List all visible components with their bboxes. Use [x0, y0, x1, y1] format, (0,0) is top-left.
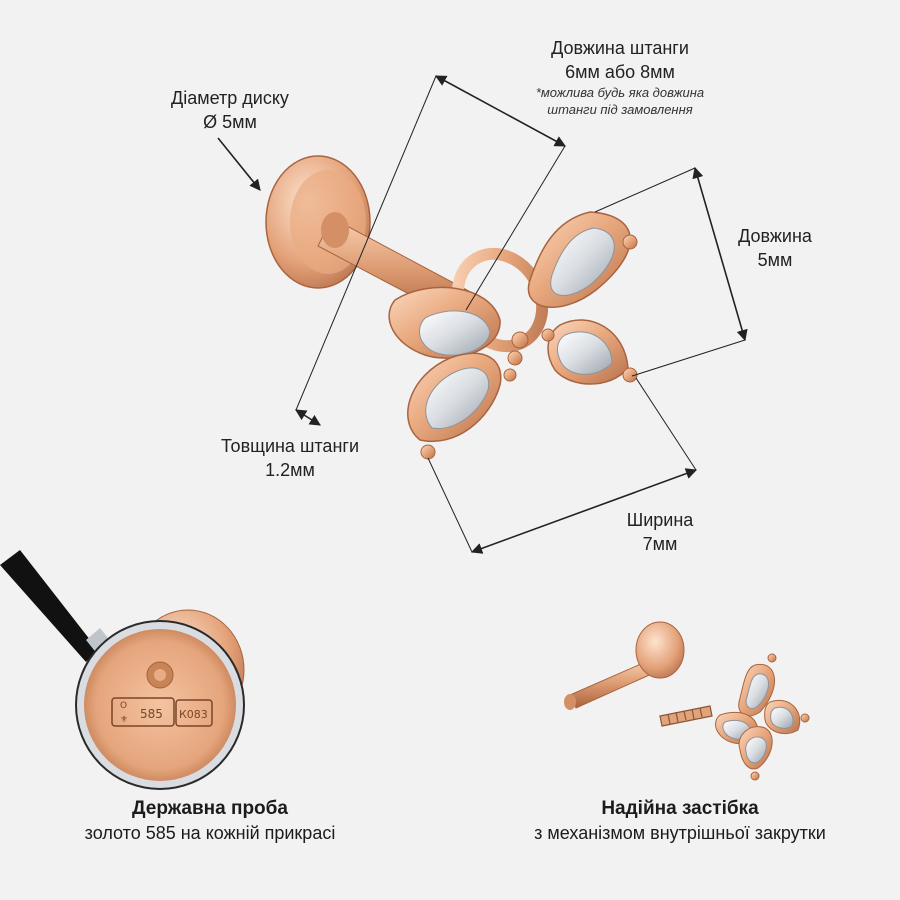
- bar-length-value: 6мм або 8мм: [565, 62, 675, 82]
- bar-length-title: Довжина штанги: [551, 38, 689, 58]
- length-value: 5мм: [757, 250, 793, 270]
- bar-thickness-line: [295, 409, 321, 426]
- width-value: 7мм: [642, 534, 678, 554]
- svg-text:⚜: ⚜: [120, 715, 128, 725]
- length-label: Довжина 5мм: [715, 224, 835, 272]
- clasp-caption: Надійна застібка з механізмом внутрішньо…: [480, 796, 880, 846]
- petal-top-right: [527, 211, 638, 308]
- width-line: [470, 468, 698, 554]
- bar-thickness-title: Товщина штанги: [220, 436, 360, 456]
- length-title: Довжина: [738, 226, 812, 246]
- bar-length-label: Довжина штанги 6мм або 8мм *можлива будь…: [500, 36, 740, 118]
- petal-bottom-right: [547, 319, 638, 385]
- length-line: [692, 166, 748, 342]
- pin-disc: [635, 621, 685, 679]
- clasp-caption-title: Надійна застібка: [601, 798, 759, 819]
- bar-thickness-label: Товщина штанги 1.2мм: [195, 434, 385, 482]
- petal-left: [388, 286, 501, 359]
- hallmark-caption: Державна проба золото 585 на кожній прик…: [20, 796, 400, 846]
- center-beads: [503, 328, 555, 382]
- bar-end: [321, 212, 349, 248]
- magnifier-scene: O ⚜ 585 К083: [0, 550, 245, 790]
- dimension-lines: [217, 75, 748, 554]
- bar-length-line: [435, 75, 566, 147]
- bar-thickness-value: 1.2мм: [265, 460, 315, 480]
- svg-text:O: O: [120, 701, 127, 711]
- bar-length-note-2: штанги під замовлення: [547, 102, 693, 117]
- magnifier-lens: [76, 621, 244, 789]
- width-title: Ширина: [626, 510, 694, 530]
- bar-length-note-1: *можлива будь яка довжина: [535, 85, 705, 100]
- disc-diameter-title: Діаметр диску: [171, 88, 289, 108]
- hallmark-caption-title: Державна проба: [132, 798, 288, 819]
- main-earring: [265, 155, 638, 460]
- disc-diameter-label: Діаметр диску Ø 5мм: [135, 86, 325, 134]
- hallmark-caption-subtitle: золото 585 на кожній прикрасі: [84, 823, 336, 843]
- petal-bottom-left: [407, 352, 502, 460]
- mini-flower: [715, 653, 810, 781]
- magnifier-handle: [0, 550, 98, 662]
- width-label: Ширина 7мм: [600, 508, 720, 556]
- clasp-caption-subtitle: з механізмом внутрішньої закрутки: [534, 823, 826, 843]
- disc-diameter-arrow: [217, 137, 261, 191]
- hallmark-code: К083: [179, 708, 208, 721]
- hallmark-585: 585: [140, 707, 163, 721]
- clasp-scene: [564, 621, 810, 781]
- disc-diameter-value: Ø 5мм: [203, 112, 257, 132]
